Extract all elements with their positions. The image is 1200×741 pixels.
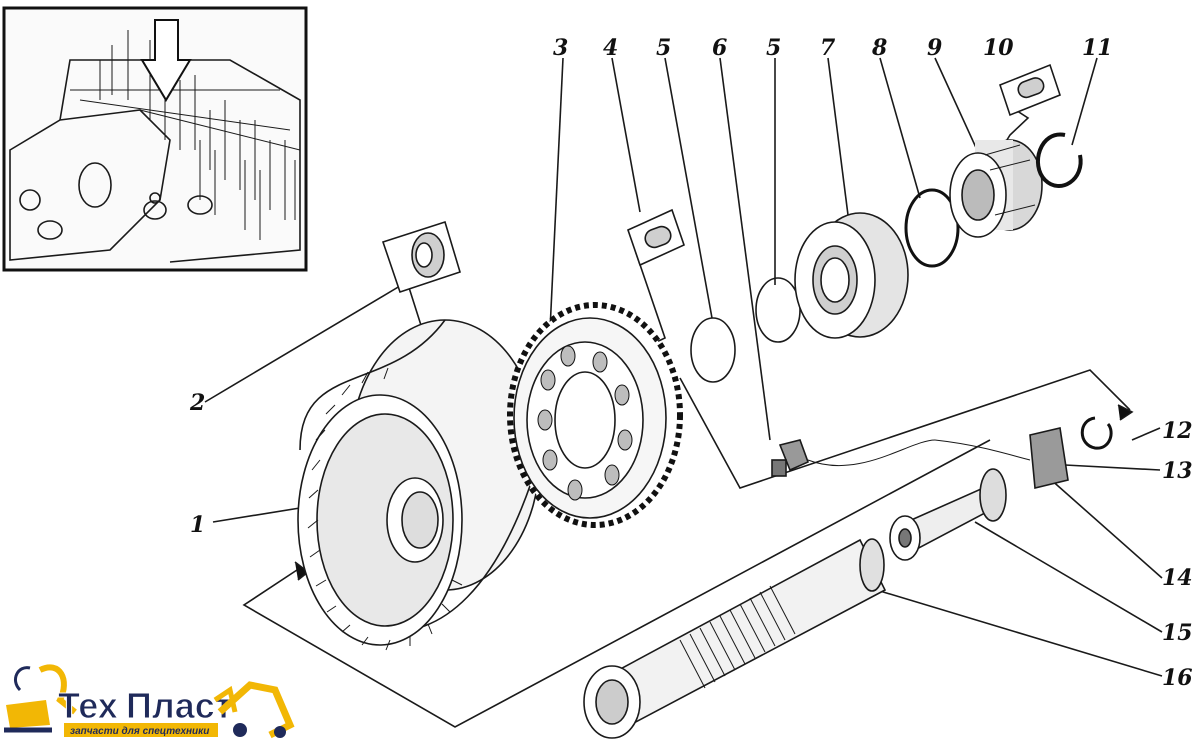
- part-7-bearing: [794, 212, 909, 339]
- callout-8: 8: [871, 35, 887, 61]
- part-12-circlip: [1080, 416, 1113, 450]
- part-16-splined-shaft: [583, 538, 887, 739]
- brand-logo: Тех Пласт запчасти для спецтехники: [4, 664, 295, 739]
- part-6-bolt: [771, 439, 936, 477]
- inset-detail: [2, 6, 308, 272]
- callout-15: 15: [1162, 620, 1193, 646]
- callout-2: 2: [189, 390, 205, 416]
- callout-11: 11: [1082, 35, 1113, 61]
- callout-5b: 5: [766, 35, 781, 61]
- callout-labels: 1 2 3 4 5 6 5 7 8 9 10 11 12 13 14 15 16: [189, 35, 1193, 691]
- part-5-ring-b: [755, 277, 801, 343]
- down-arrow-icon: [140, 19, 192, 102]
- callout-13: 13: [1162, 458, 1193, 484]
- part-5-ring: [690, 317, 736, 383]
- callout-9: 9: [927, 35, 942, 61]
- logo-brand-part2: Пласт: [126, 685, 232, 726]
- part-13-plate: [1029, 427, 1069, 489]
- part-11-circlip: [1035, 132, 1083, 188]
- logo-brand-part1: Тех: [58, 685, 118, 726]
- backhoe-icon: [213, 681, 295, 739]
- callout-5: 5: [656, 35, 671, 61]
- callout-12: 12: [1162, 418, 1193, 444]
- part-4-pin-detail: [627, 208, 685, 267]
- excavator-icon: [4, 664, 77, 733]
- callout-6: 6: [712, 35, 727, 61]
- callout-1: 1: [190, 512, 205, 538]
- part-2-bearing-detail: [381, 220, 461, 294]
- part-1-drum: [297, 319, 541, 651]
- part-9-sleeve: [949, 139, 1043, 238]
- part-15-spacer-shaft: [889, 468, 1007, 561]
- callout-4: 4: [603, 35, 618, 61]
- part-10-pin-detail: [999, 63, 1061, 117]
- callout-3: 3: [553, 35, 568, 61]
- callout-14: 14: [1162, 565, 1193, 591]
- part-3-gear: [507, 302, 683, 528]
- callout-10: 10: [983, 35, 1014, 61]
- callout-16: 16: [1162, 665, 1193, 691]
- part-14-wire: [934, 439, 1031, 461]
- part-8-ring: [904, 188, 960, 268]
- callout-7: 7: [820, 35, 836, 61]
- logo-tagline: запчасти для спецтехники: [70, 726, 209, 737]
